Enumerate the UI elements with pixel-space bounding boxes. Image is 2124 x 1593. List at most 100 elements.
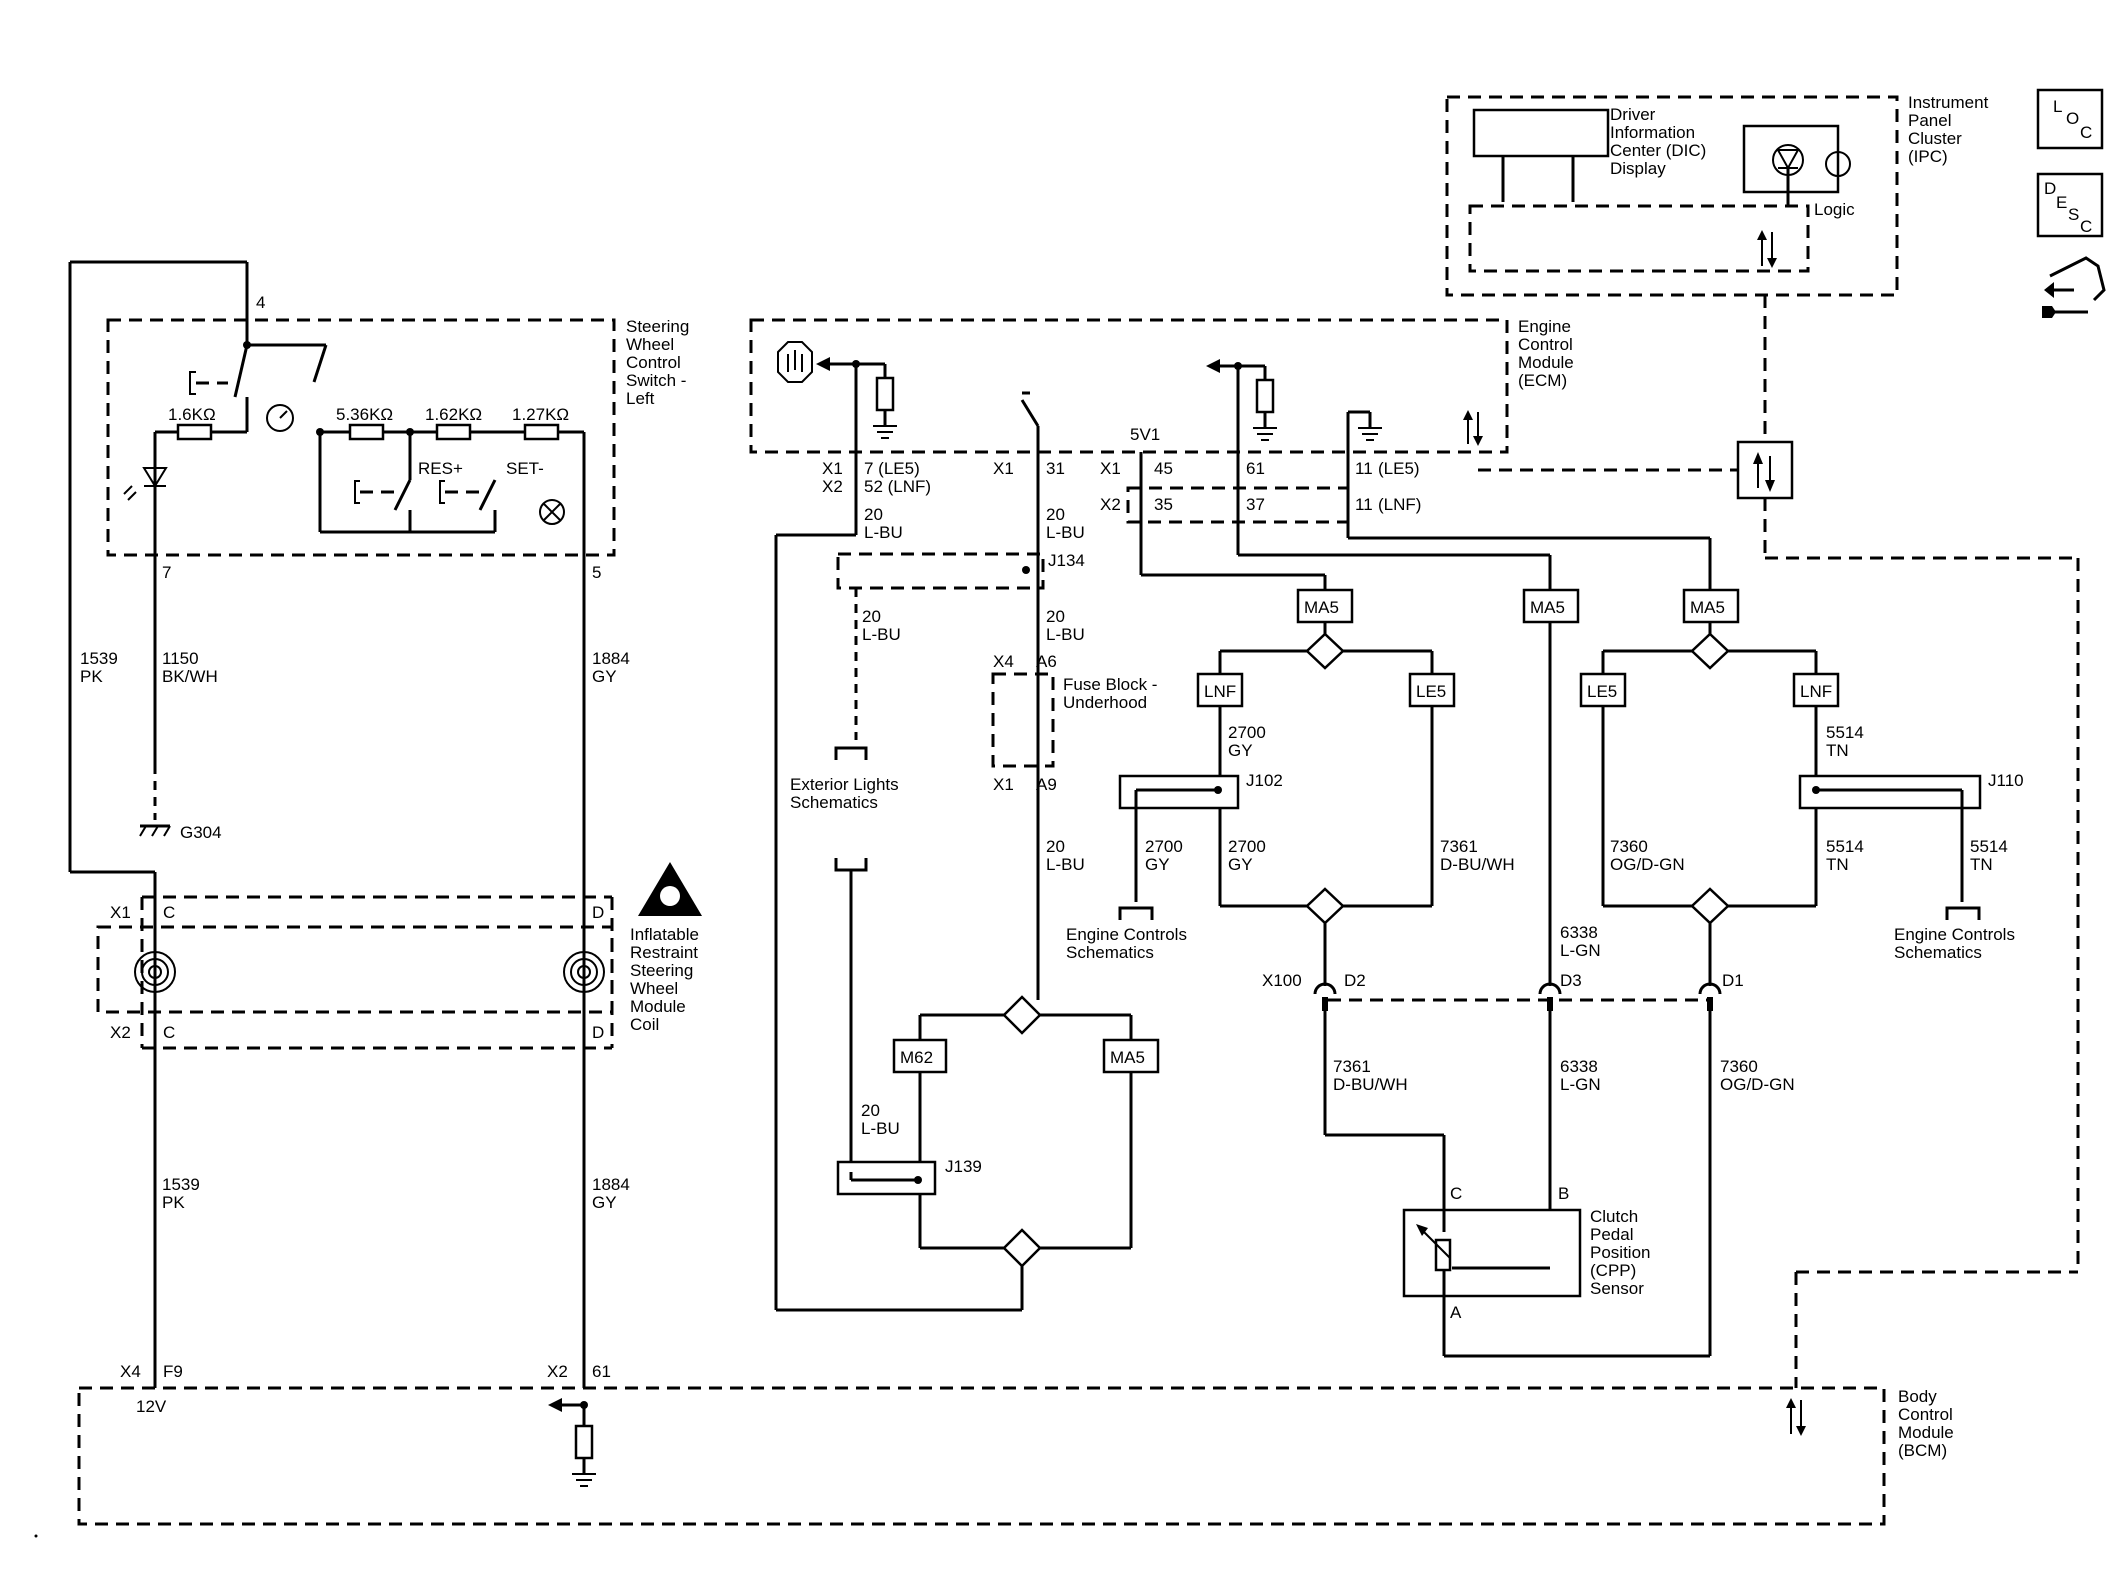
resistor-1-value: 1.6KΩ [168, 405, 216, 424]
option-m62: M62 [900, 1048, 933, 1067]
resistor-2-value: 5.36KΩ [336, 405, 393, 424]
fuse-a6: A6 [1036, 652, 1057, 671]
fuse-wire-lbu: L-BU [1046, 855, 1085, 874]
ecm-pin-61: 61 [1246, 459, 1265, 478]
wire-1884-lower-number: 1884 [592, 1175, 630, 1194]
right-wire-5514-color: TN [1826, 741, 1849, 760]
ecm-wire-20-b: 20 [1046, 505, 1065, 524]
option-ma5-right: MA5 [1690, 598, 1725, 617]
coil-x1: X1 [110, 903, 131, 922]
splice-j110: J110 [1988, 771, 2024, 790]
pin-5: 5 [592, 563, 601, 582]
mid-wire-7361-number: 7361 [1440, 837, 1478, 856]
ecm-pin-11-a: 11 [1355, 459, 1373, 478]
wire-6338-color-top: L-GN [1560, 941, 1601, 960]
x100-d2: D2 [1344, 971, 1366, 990]
ecm-x1-c: X1 [1100, 459, 1121, 478]
j110-wire-5514-left: 5514 [1826, 837, 1864, 856]
ecm-pin-37: 37 [1246, 495, 1265, 514]
fuse-a9: A9 [1036, 775, 1057, 794]
loc-icon-l: L [2053, 97, 2062, 116]
coil-pin-d-bottom: D [592, 1023, 604, 1042]
coil-pin-c-top: C [163, 903, 175, 922]
bcm-f9: F9 [163, 1362, 183, 1381]
wire-1539-number: 1539 [80, 649, 118, 668]
loc-icon-c: C [2080, 123, 2092, 142]
j134-wire-20-right: 20 [1046, 607, 1065, 626]
pin-7: 7 [162, 563, 171, 582]
ecm-pin-11-b: 11 [1355, 495, 1373, 514]
wire-6338-number-top: 6338 [1560, 923, 1598, 942]
wire-1150-color: BK/WH [162, 667, 218, 686]
ecm-x1-b: X1 [993, 459, 1014, 478]
desc-icon-s: S [2068, 205, 2079, 224]
fuse-block-label: Fuse Block -Underhood [1063, 675, 1157, 712]
bcm-boundary [77, 1386, 1886, 1526]
wire-1539-color: PK [80, 667, 103, 686]
option-le5-right: LE5 [1587, 682, 1617, 701]
cpp-pin-c: C [1450, 1184, 1462, 1203]
wire-1150-number: 1150 [162, 649, 199, 668]
loc-icon[interactable]: L O C [2036, 88, 2104, 150]
res-plus-label: RES+ [418, 459, 463, 478]
ground-g304: G304 [180, 823, 222, 842]
ecm-wire-20-a: 20 [864, 505, 883, 524]
j110-wire-tn-right: TN [1970, 855, 1993, 874]
lower-wire-7361-number: 7361 [1333, 1057, 1371, 1076]
ecm-5v1: 5V1 [1130, 425, 1160, 444]
j134-wire-lbu-left: L-BU [862, 625, 901, 644]
ecm-pin-31: 31 [1046, 459, 1065, 478]
bcm-x2: X2 [547, 1362, 568, 1381]
pin-4: 4 [256, 293, 265, 312]
ecm-wire-lbu-a: L-BU [864, 523, 903, 542]
clockspring-coil [134, 951, 605, 993]
corner-dot [34, 1534, 38, 1538]
splice-j139: J139 [945, 1157, 982, 1176]
j110-wire-tn-left: TN [1826, 855, 1849, 874]
option-lnf-mid: LNF [1204, 682, 1236, 701]
ecm-pin-11-b-tag: (LNF) [1378, 495, 1421, 514]
j102-wire-gy-right: GY [1228, 855, 1253, 874]
ecm-pin-35: 35 [1154, 495, 1173, 514]
wire-1884-color: GY [592, 667, 617, 686]
resistor-3-value: 1.62KΩ [425, 405, 482, 424]
serial-data-gateway-icon [1736, 440, 1794, 500]
coil-x2: X2 [110, 1023, 131, 1042]
j102-wire-2700-left: 2700 [1145, 837, 1183, 856]
right-wire-7360-color: OG/D-GN [1610, 855, 1685, 874]
bcm-x4: X4 [120, 1362, 141, 1381]
ipc-serial-data-arrows-icon [1757, 230, 1777, 268]
mid-wire-2700-color: GY [1228, 741, 1253, 760]
j110-wire-5514-right: 5514 [1970, 837, 2008, 856]
ecm-pin-11-a-tag: (LE5) [1378, 459, 1420, 478]
bcm-serial-data-arrows-icon [1786, 1398, 1806, 1436]
wire-1539-lower-number: 1539 [162, 1175, 200, 1194]
warning-triangle-icon [638, 862, 702, 916]
lower-wire-6338-color: L-GN [1560, 1075, 1601, 1094]
lower-wire-7360-color: OG/D-GN [1720, 1075, 1795, 1094]
j139-wire-lbu: L-BU [861, 1119, 900, 1138]
x100-d1: D1 [1722, 971, 1744, 990]
x100-label: X100 [1262, 971, 1302, 990]
lower-wire-7360-number: 7360 [1720, 1057, 1758, 1076]
mid-wire-2700-number: 2700 [1228, 723, 1266, 742]
j102-wire-2700-right: 2700 [1228, 837, 1266, 856]
j102-wire-gy-left: GY [1145, 855, 1170, 874]
ecm-pin-45: 45 [1154, 459, 1173, 478]
desc-icon[interactable]: D E S C [2036, 172, 2104, 238]
cpp-sensor-body [1402, 1208, 1582, 1298]
tool-icon[interactable] [2042, 256, 2106, 318]
wire-1539-lower-color: PK [162, 1193, 185, 1212]
dic-display-icon [1472, 108, 1610, 158]
desc-icon-c: C [2080, 217, 2092, 236]
